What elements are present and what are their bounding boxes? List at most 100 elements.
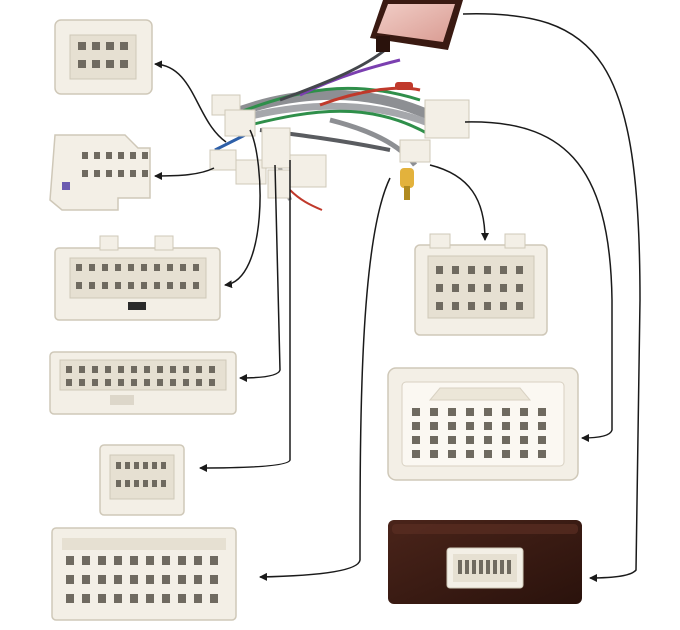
- connector-pin: [92, 366, 98, 373]
- leader-line-large-4x8: [464, 121, 613, 442]
- connector-pin: [452, 302, 459, 310]
- connector-pin: [180, 264, 186, 271]
- connector-pin: [146, 575, 154, 584]
- connector-pin: [472, 560, 476, 574]
- connector-pin: [210, 594, 218, 603]
- dark-module-box: [388, 520, 582, 604]
- connector-pin: [116, 480, 121, 487]
- connector-pin: [102, 282, 108, 289]
- connector-pin: [194, 575, 202, 584]
- connector-pin: [484, 408, 492, 416]
- connector-pin: [484, 422, 492, 430]
- connector-pin: [520, 436, 528, 444]
- connector-pin: [118, 379, 124, 386]
- connector-pin: [162, 594, 170, 603]
- connector-pin: [430, 408, 438, 416]
- connector-pin: [466, 422, 474, 430]
- connector-pin: [196, 366, 202, 373]
- leader-line-big-3x10: [259, 177, 391, 581]
- connector-pin: [178, 575, 186, 584]
- connector-pin: [448, 436, 456, 444]
- connector-pin: [66, 366, 72, 373]
- connector-pin: [115, 282, 121, 289]
- connector-pin: [502, 422, 510, 430]
- connector-pin: [102, 264, 108, 271]
- connector-3x6: [414, 233, 548, 336]
- connector-pin: [430, 450, 438, 458]
- top-module-box: [370, 0, 463, 52]
- connector-pin: [493, 560, 497, 574]
- connector-pin: [125, 480, 130, 487]
- connector-pin: [162, 575, 170, 584]
- connector-pin: [143, 480, 148, 487]
- connector-pin: [436, 266, 443, 274]
- connector-pin: [130, 556, 138, 565]
- leader-line-small-2x6: [199, 160, 291, 472]
- connector-small-2x4: [54, 19, 153, 95]
- connector-pin: [484, 436, 492, 444]
- connector-pin: [130, 594, 138, 603]
- connector-pin: [209, 366, 215, 373]
- connector-pin: [66, 594, 74, 603]
- connector-pin: [144, 379, 150, 386]
- connector-pin: [209, 379, 215, 386]
- connector-pin: [520, 422, 528, 430]
- connector-pin: [466, 408, 474, 416]
- connector-pin: [82, 556, 90, 565]
- leader-line-long-2x12: [239, 164, 281, 382]
- connector-small-2x6: [99, 444, 185, 516]
- connector-pin: [118, 366, 124, 373]
- connector-wide-2x10: [54, 235, 221, 321]
- connector-pin: [466, 450, 474, 458]
- connector-pin: [146, 594, 154, 603]
- connector-pin: [146, 556, 154, 565]
- connector-pin: [183, 366, 189, 373]
- connector-pin: [486, 560, 490, 574]
- connector-2x6: [49, 134, 151, 211]
- connector-pin: [105, 379, 111, 386]
- connector-pin: [465, 560, 469, 574]
- leader-line-2x6: [154, 167, 215, 180]
- connector-pin: [76, 282, 82, 289]
- leader-line-3x6: [429, 164, 489, 241]
- leader-line-wide-2x10: [224, 129, 261, 289]
- leader-lines: [154, 13, 641, 582]
- connector-pin: [210, 556, 218, 565]
- connector-pin: [468, 266, 475, 274]
- connector-pin: [128, 282, 134, 289]
- connector-pin: [105, 366, 111, 373]
- connector-pin: [66, 379, 72, 386]
- connector-pin: [89, 282, 95, 289]
- connector-pin: [538, 408, 546, 416]
- connector-pin: [79, 379, 85, 386]
- connector-pin: [484, 450, 492, 458]
- connector-pin: [115, 264, 121, 271]
- connector-pin: [114, 575, 122, 584]
- connector-pin: [167, 264, 173, 271]
- connector-pin: [520, 450, 528, 458]
- connector-pin: [194, 556, 202, 565]
- connector-pin: [114, 594, 122, 603]
- connector-pin: [89, 264, 95, 271]
- connector-pin: [430, 422, 438, 430]
- connector-pin: [125, 462, 130, 469]
- connector-pin: [516, 302, 523, 310]
- connector-pin: [131, 379, 137, 386]
- connector-pin: [412, 408, 420, 416]
- connector-pin: [143, 462, 148, 469]
- connector-pin: [448, 422, 456, 430]
- connector-pin: [516, 266, 523, 274]
- connector-pin: [500, 302, 507, 310]
- connector-pin: [452, 284, 459, 292]
- connector-pin: [144, 366, 150, 373]
- connector-pin: [152, 480, 157, 487]
- leader-line-top-module: [462, 13, 641, 582]
- connector-pin: [507, 560, 511, 574]
- connector-pin: [82, 594, 90, 603]
- connector-pin: [152, 462, 157, 469]
- connector-pin: [154, 264, 160, 271]
- connector-pin: [466, 436, 474, 444]
- connector-pin: [412, 422, 420, 430]
- connector-pin: [502, 408, 510, 416]
